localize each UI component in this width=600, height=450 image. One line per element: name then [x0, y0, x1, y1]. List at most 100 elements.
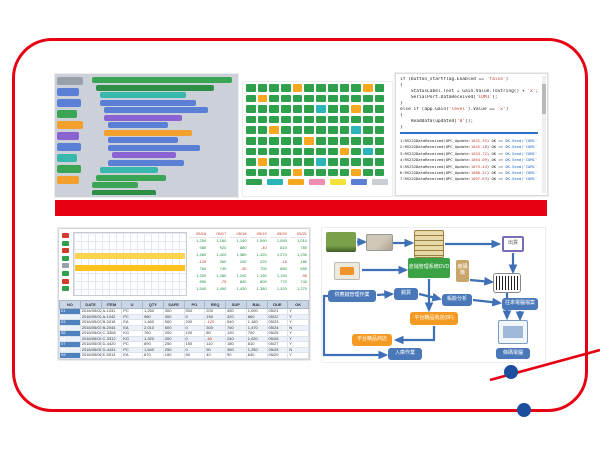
- tile-cell[interactable]: [316, 158, 326, 166]
- tile-cell[interactable]: [351, 147, 361, 156]
- tile-cell[interactable]: [339, 84, 350, 92]
- tile-cell[interactable]: [351, 84, 361, 92]
- tile-cell[interactable]: [257, 126, 268, 134]
- blockly-toolbox-block[interactable]: [57, 176, 79, 184]
- tile-cell[interactable]: [292, 105, 303, 113]
- blockly-block[interactable]: [104, 107, 208, 113]
- tile-cell[interactable]: [351, 115, 361, 124]
- tile-cell[interactable]: [374, 94, 385, 103]
- tile-cell[interactable]: [362, 158, 373, 166]
- blockly-toolbox-block[interactable]: [57, 88, 79, 96]
- blockly-block[interactable]: [104, 129, 192, 136]
- tile-cell[interactable]: [269, 147, 280, 156]
- gantt-band[interactable]: [75, 265, 185, 271]
- tile-cell[interactable]: [327, 115, 338, 124]
- tile-cell[interactable]: [362, 105, 373, 113]
- blockly-block[interactable]: [108, 137, 178, 143]
- tile-cell[interactable]: [246, 115, 256, 124]
- tile-cell[interactable]: [339, 105, 350, 113]
- tile-cell[interactable]: [304, 168, 315, 177]
- blockly-block[interactable]: [108, 144, 200, 151]
- tile-cell[interactable]: [281, 126, 291, 134]
- tile-cell[interactable]: [351, 94, 361, 103]
- tile-cell[interactable]: [281, 147, 291, 156]
- tile-cell[interactable]: [281, 94, 291, 103]
- tile-cell[interactable]: [351, 105, 361, 113]
- blockly-toolbox-block[interactable]: [57, 132, 79, 140]
- tile-cell[interactable]: [304, 84, 315, 92]
- tile-cell[interactable]: [374, 115, 385, 124]
- blockly-toolbox-block[interactable]: [57, 77, 83, 85]
- tile-cell[interactable]: [327, 158, 338, 166]
- tile-cell[interactable]: [327, 147, 338, 156]
- tile-cell[interactable]: [281, 105, 291, 113]
- tile-cell[interactable]: [339, 94, 350, 103]
- tile-cell[interactable]: [316, 115, 326, 124]
- tile-cell[interactable]: [269, 84, 280, 92]
- tile-cell[interactable]: [327, 84, 338, 92]
- blockly-block[interactable]: [108, 122, 168, 128]
- tile-cell[interactable]: [257, 136, 268, 145]
- tile-cell[interactable]: [257, 147, 268, 156]
- tile-cell[interactable]: [281, 115, 291, 124]
- tile-cell[interactable]: [351, 168, 361, 177]
- tile-cell[interactable]: [339, 168, 350, 177]
- tile-cell[interactable]: [257, 115, 268, 124]
- blockly-toolbox-block[interactable]: [57, 154, 77, 162]
- tile-cell[interactable]: [292, 94, 303, 103]
- tile-cell[interactable]: [339, 115, 350, 124]
- tile-cell[interactable]: [374, 147, 385, 156]
- tile-cell[interactable]: [327, 136, 338, 145]
- blockly-block[interactable]: [100, 167, 158, 173]
- tile-cell[interactable]: [304, 105, 315, 113]
- tile-cell[interactable]: [246, 158, 256, 166]
- tile-cell[interactable]: [362, 84, 373, 92]
- tile-cell[interactable]: [246, 147, 256, 156]
- tile-cell[interactable]: [374, 84, 385, 92]
- tile-cell[interactable]: [281, 84, 291, 92]
- tile-cell[interactable]: [362, 115, 373, 124]
- tile-cell[interactable]: [292, 115, 303, 124]
- tile-cell[interactable]: [362, 147, 373, 156]
- tile-cell[interactable]: [246, 84, 256, 92]
- tile-cell[interactable]: [304, 136, 315, 145]
- tile-cell[interactable]: [374, 168, 385, 177]
- tile-cell[interactable]: [269, 105, 280, 113]
- tile-cell[interactable]: [374, 136, 385, 145]
- blockly-toolbox-block[interactable]: [57, 99, 81, 107]
- tile-cell[interactable]: [269, 94, 280, 103]
- blockly-block[interactable]: [112, 152, 176, 158]
- tile-cell[interactable]: [374, 158, 385, 166]
- tile-cell[interactable]: [351, 136, 361, 145]
- tile-cell[interactable]: [374, 105, 385, 113]
- tile-cell[interactable]: [304, 158, 315, 166]
- tile-cell[interactable]: [269, 115, 280, 124]
- tile-cell[interactable]: [304, 126, 315, 134]
- tile-cell[interactable]: [257, 105, 268, 113]
- tile-cell[interactable]: [351, 158, 361, 166]
- tile-cell[interactable]: [292, 136, 303, 145]
- tile-cell[interactable]: [304, 147, 315, 156]
- tile-cell[interactable]: [327, 94, 338, 103]
- blockly-block[interactable]: [96, 174, 166, 181]
- tile-cell[interactable]: [246, 126, 256, 134]
- tile-cell[interactable]: [269, 168, 280, 177]
- blockly-block[interactable]: [92, 182, 138, 188]
- tile-cell[interactable]: [292, 168, 303, 177]
- tile-cell[interactable]: [292, 84, 303, 92]
- tile-cell[interactable]: [269, 158, 280, 166]
- tile-cell[interactable]: [292, 147, 303, 156]
- blockly-block[interactable]: [108, 159, 184, 166]
- blockly-block[interactable]: [104, 114, 182, 121]
- tile-cell[interactable]: [269, 136, 280, 145]
- gantt-band[interactable]: [75, 253, 185, 259]
- tile-cell[interactable]: [316, 168, 326, 177]
- tile-cell[interactable]: [339, 147, 350, 156]
